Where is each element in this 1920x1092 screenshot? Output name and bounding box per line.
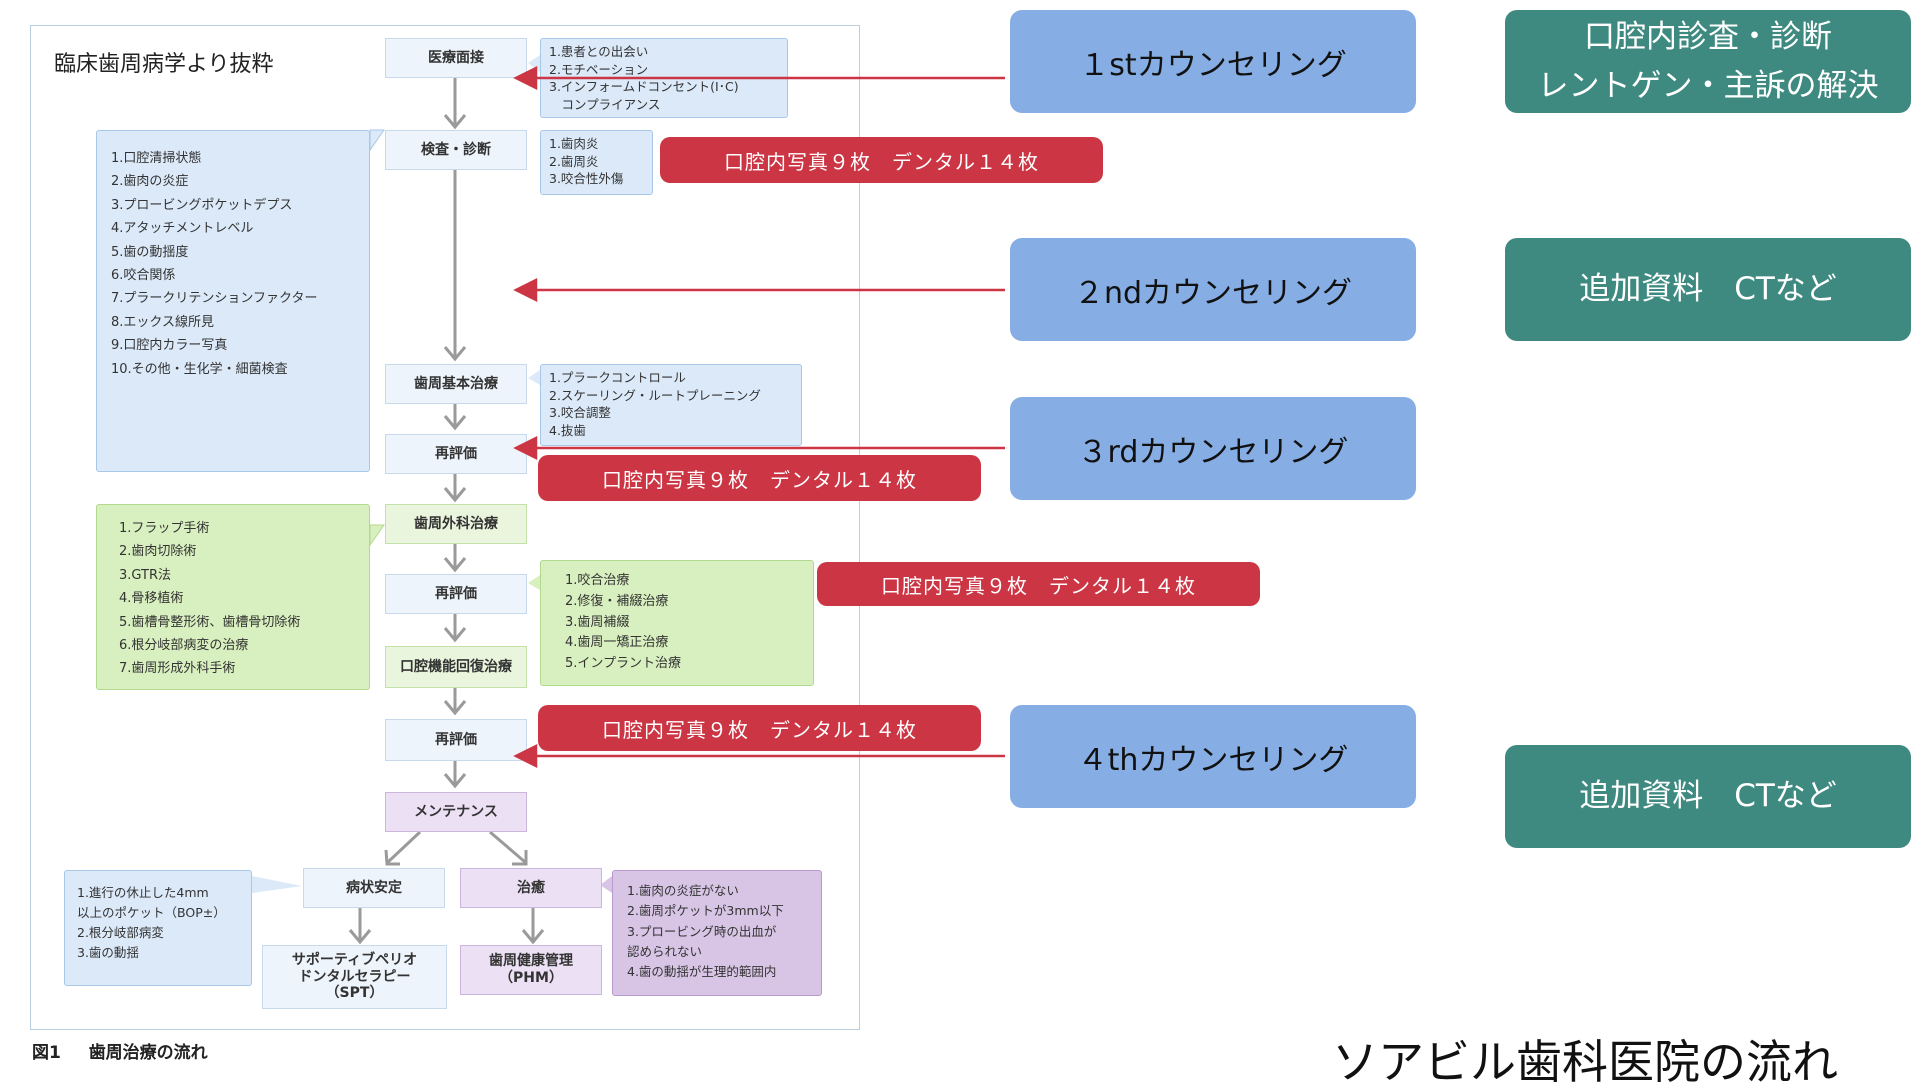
node-maintenance: メンテナンス <box>385 792 527 832</box>
node-phm-line-1: 歯周健康管理 <box>489 953 573 970</box>
node-basic-treatment: 歯周基本治療 <box>385 364 527 404</box>
node-stable: 病状安定 <box>303 868 445 908</box>
note-item: コンプライアンス <box>549 96 661 112</box>
photo-pill-3: 口腔内写真９枚 デンタル１４枚 <box>817 562 1260 606</box>
note-item: 3.歯の動揺 <box>77 945 139 960</box>
source-label: 臨床歯周病学より抜粋 <box>54 52 274 77</box>
note-item: 1.歯肉の炎症がない <box>627 883 739 898</box>
note-exam-result: 1.歯肉炎 2.歯周炎 3.咬合性外傷 <box>540 130 653 195</box>
node-spt-line-2: ドンタルセラピー <box>298 968 411 985</box>
side-box-diagnosis-line-1: 口腔内診査・診断 <box>1584 19 1832 56</box>
note-item: 1.歯肉炎 <box>549 136 599 151</box>
photo-pill-4: 口腔内写真９枚 デンタル１４枚 <box>538 705 981 751</box>
node-medical-interview: 医療面接 <box>385 38 527 78</box>
photo-pill-1: 口腔内写真９枚 デンタル１４枚 <box>660 137 1103 183</box>
note-item: 2.歯周ポケットが3mm以下 <box>627 903 784 919</box>
counseling-4th: ４thカウンセリング <box>1010 705 1416 808</box>
figure-caption: 図1 歯周治療の流れ <box>32 1038 208 1063</box>
note-item: 5.歯の動揺度 <box>111 244 189 260</box>
node-reevaluation-2: 再評価 <box>385 574 527 614</box>
side-box-diagnosis: 口腔内診査・診断 レントゲン・主訴の解決 <box>1505 10 1911 113</box>
note-item: 4.歯周一矯正治療 <box>565 635 669 651</box>
note-item: 3.インフォームドコンセント(I･C) <box>549 79 739 94</box>
note-item: 3.歯周補綴 <box>565 614 630 630</box>
note-item: 2.根分岐部病変 <box>77 925 164 940</box>
note-item: 以上のポケット（BOP±） <box>77 905 226 920</box>
note-item: 9.口腔内カラー写真 <box>111 338 228 354</box>
note-item: 2.修復・補綴治療 <box>565 593 669 609</box>
note-item: 3.咬合性外傷 <box>549 171 624 186</box>
note-item: 3.プロービングポケットデプス <box>111 197 293 213</box>
note-item: 3.GTR法 <box>119 567 171 583</box>
note-exam-items: 1.口腔清掃状態 2.歯肉の炎症 3.プロービングポケットデプス 4.アタッチメ… <box>96 130 370 472</box>
note-item: 2.歯肉切除術 <box>119 544 197 560</box>
node-phm-line-2: （PHM） <box>499 970 563 986</box>
node-spt-line-3: （SPT） <box>325 985 384 1002</box>
note-item: 7.歯周形成外科手術 <box>119 661 236 677</box>
note-item: 5.インプラント治療 <box>565 656 682 672</box>
note-basic-treatment: 1.プラークコントロール 2.スケーリング・ルートプレーニング 3.咬合調整 4… <box>540 364 802 446</box>
node-spt: サポーティブペリオ ドンタルセラピー （SPT） <box>262 945 447 1009</box>
note-item: 1.口腔清掃状態 <box>111 151 202 166</box>
note-item: 認められない <box>627 943 703 959</box>
note-item: 1.プラークコントロール <box>549 370 686 385</box>
node-oral-function-recovery: 口腔機能回復治療 <box>385 646 527 688</box>
node-spt-line-1: サポーティブペリオ <box>291 951 418 968</box>
figure-caption-text: 歯周治療の流れ <box>88 1043 208 1063</box>
note-item: 4.骨移植術 <box>119 591 184 607</box>
figure-caption-number: 図1 <box>32 1043 61 1063</box>
side-box-additional-ct-2: 追加資料 CTなど <box>1505 745 1911 848</box>
note-item: 7.プラークリテンションファクター <box>111 291 318 307</box>
note-item: 1.フラップ手術 <box>119 521 210 536</box>
note-item: 4.歯の動揺が生理的範囲内 <box>627 964 777 979</box>
note-item: 2.歯周炎 <box>549 153 599 169</box>
node-reevaluation-3: 再評価 <box>385 719 527 761</box>
note-item: 3.プロービング時の出血が <box>627 923 777 939</box>
note-item: 1.咬合治療 <box>565 573 630 588</box>
page-title: ソアビル歯科医院の流れ <box>1332 1035 1838 1089</box>
note-item: 10.その他・生化学・細菌検査 <box>111 361 288 377</box>
note-restore-items: 1.咬合治療 2.修復・補綴治療 3.歯周補綴 4.歯周一矯正治療 5.インプラ… <box>540 560 814 686</box>
note-item: 5.歯槽骨整形術、歯槽骨切除術 <box>119 614 301 630</box>
side-box-diagnosis-line-2: レントゲン・主訴の解決 <box>1537 67 1879 104</box>
note-item: 2.スケーリング・ルートプレーニング <box>549 387 761 403</box>
side-box-additional-ct-1: 追加資料 CTなど <box>1505 238 1911 341</box>
note-item: 6.根分岐部病変の治療 <box>119 637 249 653</box>
note-item: 2.モチベーション <box>549 61 649 77</box>
note-item: 8.エックス線所見 <box>111 314 215 330</box>
note-item: 3.咬合調整 <box>549 405 611 420</box>
note-item: 1.患者との出会い <box>549 44 649 59</box>
counseling-2nd: ２ndカウンセリング <box>1010 238 1416 341</box>
note-stable-items: 1.進行の休止した4mm 以上のポケット（BOP±） 2.根分岐部病変 3.歯の… <box>64 870 252 986</box>
node-reevaluation-1: 再評価 <box>385 434 527 474</box>
counseling-1st: １stカウンセリング <box>1010 10 1416 113</box>
node-exam-diagnosis: 検査・診断 <box>385 130 527 170</box>
note-healed-items: 1.歯肉の炎症がない 2.歯周ポケットが3mm以下 3.プロービング時の出血が … <box>612 870 822 996</box>
note-item: 4.アタッチメントレベル <box>111 221 254 237</box>
note-item: 1.進行の休止した4mm <box>77 885 209 900</box>
node-phm: 歯周健康管理 （PHM） <box>460 945 602 995</box>
counseling-3rd: ３rdカウンセリング <box>1010 397 1416 500</box>
node-healed: 治癒 <box>460 868 602 908</box>
photo-pill-2: 口腔内写真９枚 デンタル１４枚 <box>538 455 981 501</box>
note-item: 4.抜歯 <box>549 422 586 438</box>
node-periodontal-surgery: 歯周外科治療 <box>385 504 527 544</box>
note-surgery-items: 1.フラップ手術 2.歯肉切除術 3.GTR法 4.骨移植術 5.歯槽骨整形術、… <box>96 504 370 690</box>
note-item: 2.歯肉の炎症 <box>111 174 189 190</box>
note-item: 6.咬合関係 <box>111 267 176 283</box>
